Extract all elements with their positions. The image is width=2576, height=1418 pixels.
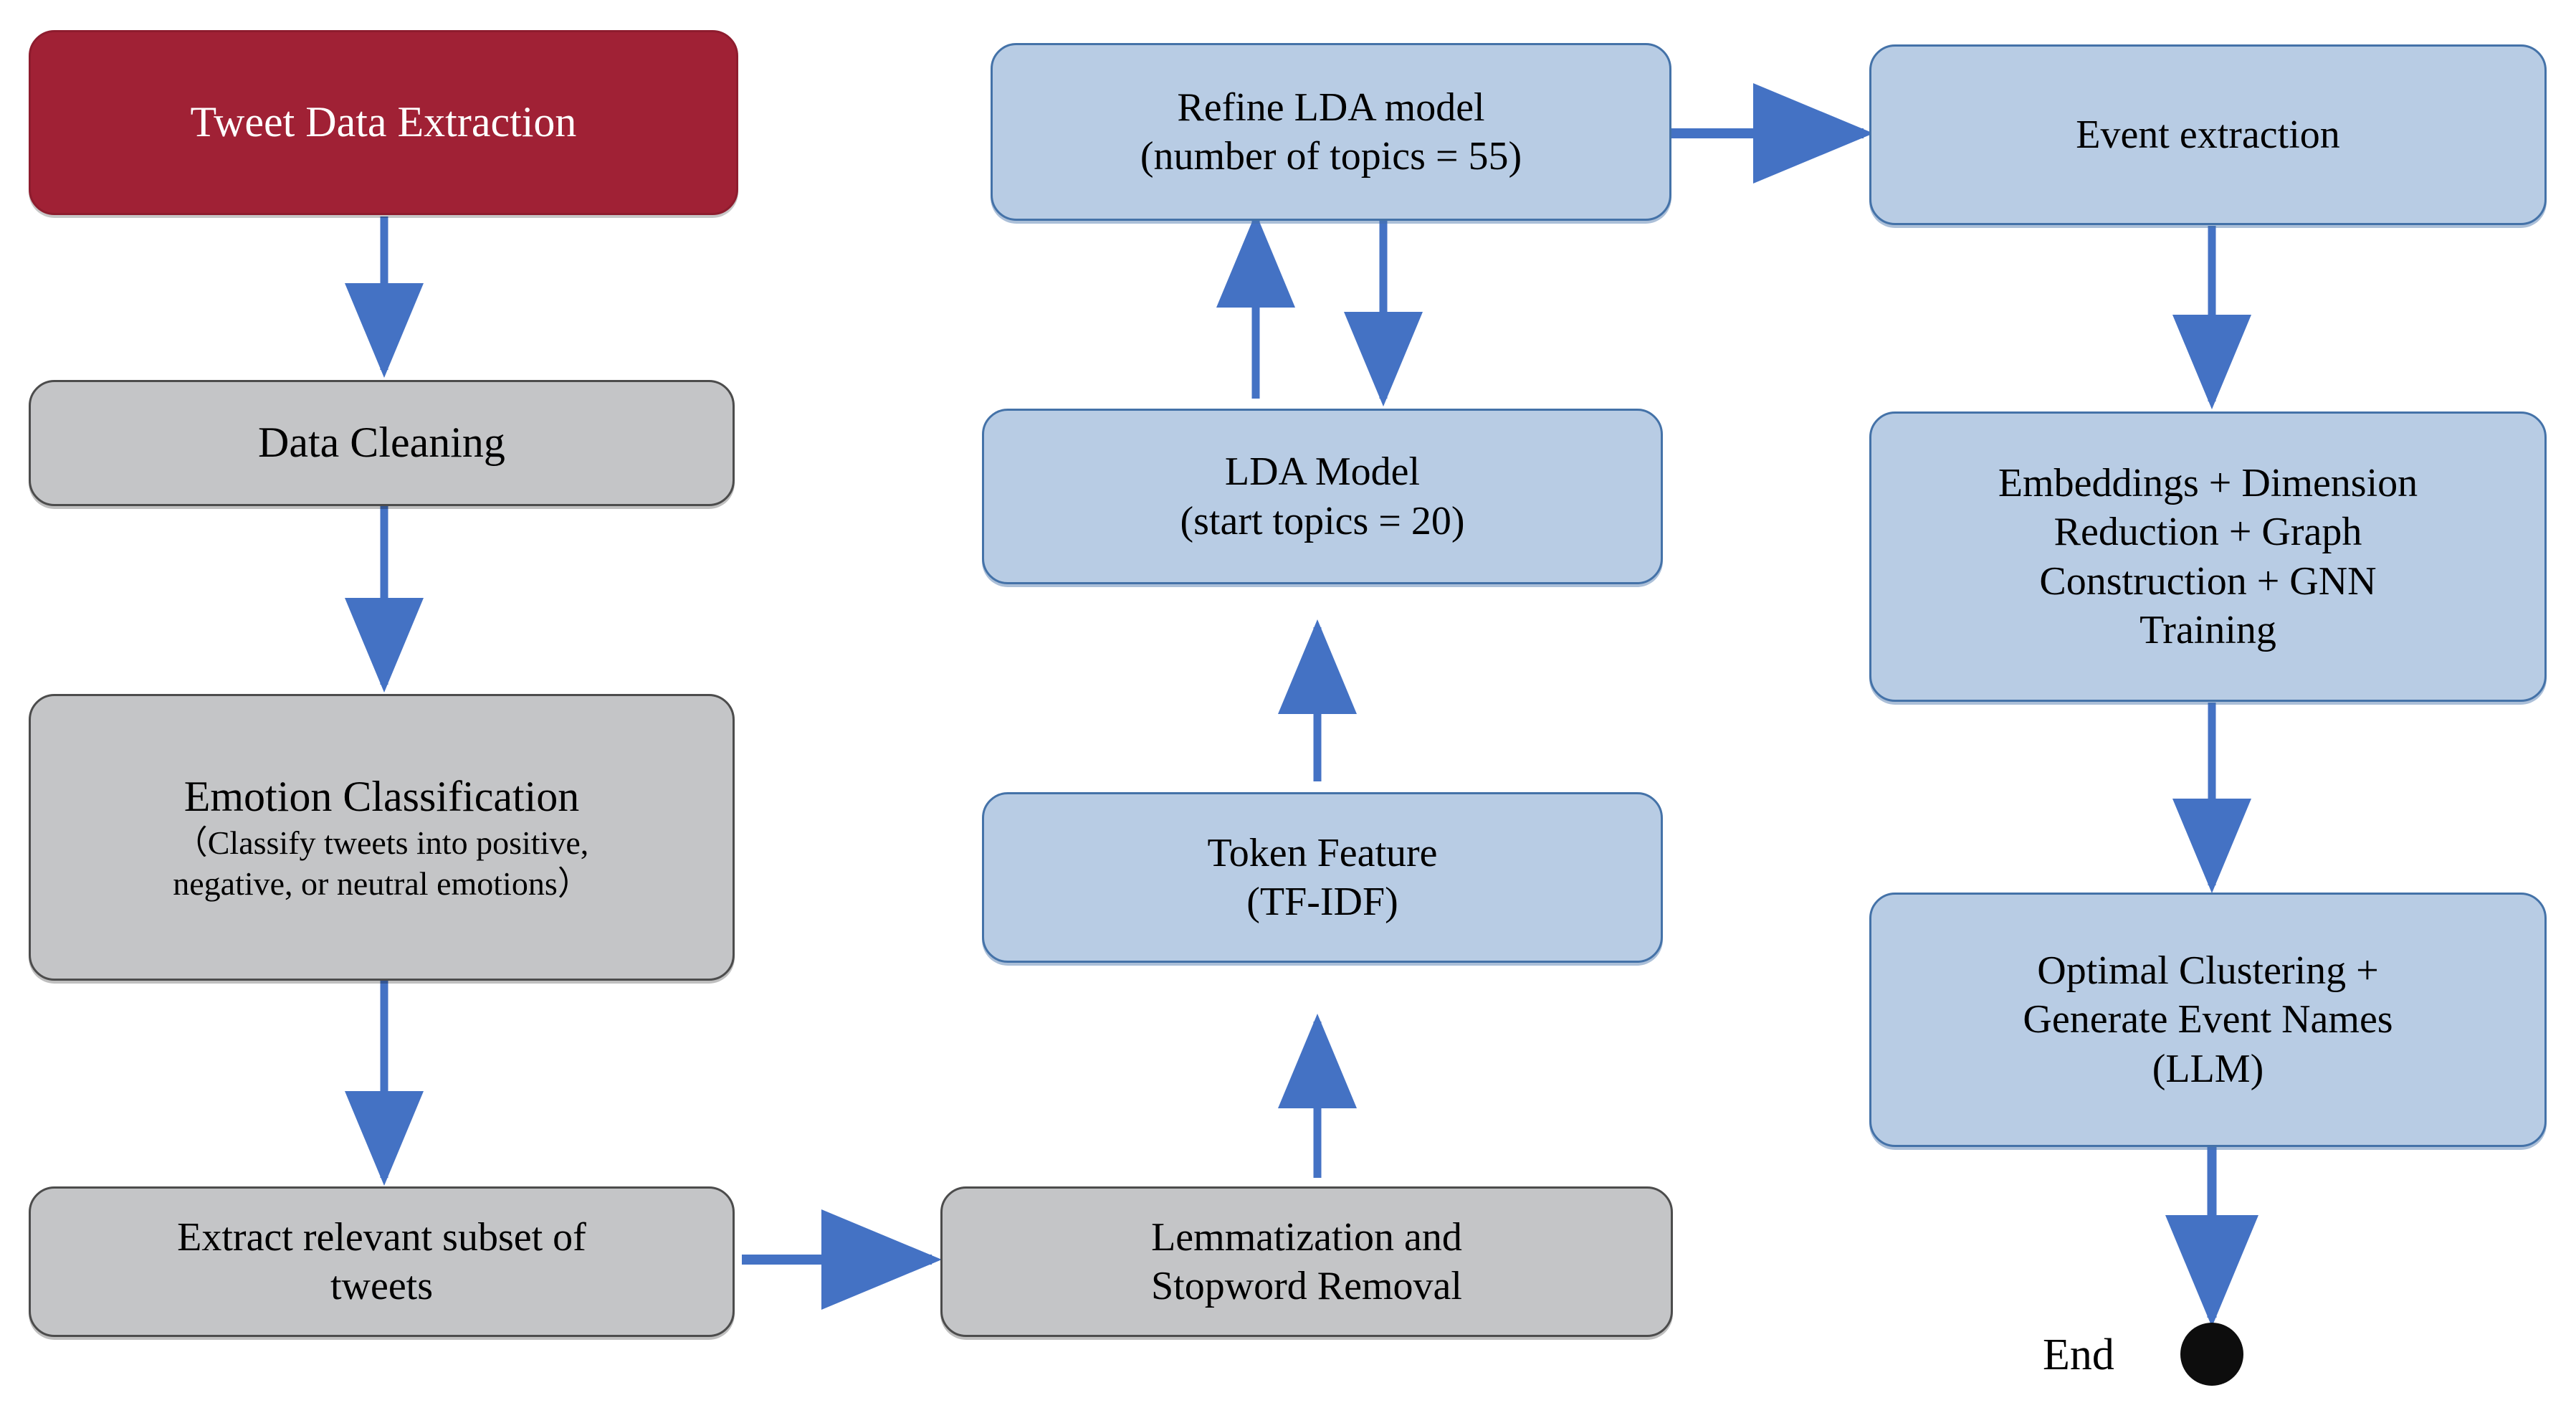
node-embeddings-gnn[interactable]: Embeddings + Dimension Reduction + Graph… — [1869, 411, 2547, 702]
node-label-line1: Emotion Classification — [183, 773, 580, 821]
node-refine-lda-model[interactable]: Refine LDA model (number of topics = 55) — [991, 43, 1671, 221]
node-label: Event extraction — [2076, 112, 2340, 157]
node-token-feature[interactable]: Token Feature (TF-IDF) — [982, 792, 1663, 963]
node-label-line2: (TF-IDF) — [1246, 880, 1398, 924]
node-label-line1: Token Feature — [1207, 830, 1438, 875]
node-label-line2: （Classify tweets into positive, — [174, 824, 589, 862]
node-lda-model[interactable]: LDA Model (start topics = 20) — [982, 409, 1663, 584]
node-label-line1: Embeddings + Dimension — [1998, 460, 2418, 505]
node-label-line1: Refine LDA model — [1177, 85, 1485, 130]
node-label-line2: Reduction + Graph — [2053, 510, 2362, 555]
end-label: End — [2043, 1331, 2114, 1379]
node-label-line3: negative, or neutral emotions） — [173, 865, 591, 902]
node-lemmatization[interactable]: Lemmatization and Stopword Removal — [940, 1186, 1673, 1337]
node-label-line2: tweets — [330, 1264, 434, 1308]
node-label-line3: (LLM) — [2152, 1046, 2264, 1091]
node-data-cleaning[interactable]: Data Cleaning — [29, 380, 735, 506]
node-event-extraction[interactable]: Event extraction — [1869, 44, 2547, 225]
node-label: Data Cleaning — [258, 419, 505, 467]
end-terminator-dot — [2180, 1323, 2243, 1386]
node-label-line2: (number of topics = 55) — [1140, 134, 1522, 179]
node-label-line1: Lemmatization and — [1151, 1214, 1462, 1260]
node-emotion-classification[interactable]: Emotion Classification （Classify tweets … — [29, 694, 735, 981]
node-optimal-clustering[interactable]: Optimal Clustering + Generate Event Name… — [1869, 893, 2547, 1147]
node-label-line2: (start topics = 20) — [1180, 498, 1465, 543]
node-label-line1: Optimal Clustering + — [2037, 948, 2379, 994]
node-extract-subset[interactable]: Extract relevant subset of tweets — [29, 1186, 735, 1337]
node-label-line4: Training — [2139, 607, 2276, 652]
node-label: Tweet Data Extraction — [190, 98, 577, 146]
node-label-line2: Generate Event Names — [2023, 997, 2393, 1042]
node-label-line3: Construction + GNN — [2039, 558, 2377, 604]
node-label-line2: Stopword Removal — [1151, 1264, 1462, 1308]
node-tweet-data-extraction[interactable]: Tweet Data Extraction — [29, 30, 738, 215]
node-label-line1: LDA Model — [1224, 449, 1421, 495]
node-label-line1: Extract relevant subset of — [177, 1214, 586, 1260]
